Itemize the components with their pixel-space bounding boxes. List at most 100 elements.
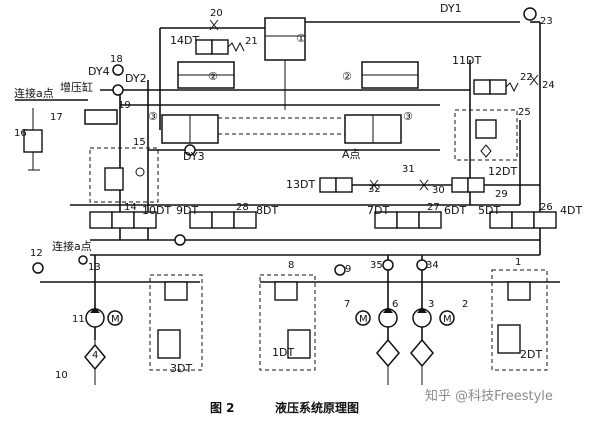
relief-valve-left [164,281,188,301]
check-valve-15 [135,167,145,177]
label-1dt: 1DT [272,346,294,359]
label-7dt: 7DT [367,204,389,217]
throttle-31 [369,179,379,191]
gauge-23 [523,7,537,21]
num-32: 32 [368,184,381,195]
valve-11dt [473,79,519,95]
filter-right [410,338,434,368]
num-21: 21 [245,36,258,47]
num-27: 27 [427,202,440,213]
num-23: 23 [540,16,553,27]
label-dy3: DY3 [183,150,205,163]
label-cyl-1: ① [296,32,306,45]
main-cylinder-1 [264,17,306,61]
label-a-point: A点 [342,148,361,161]
num-30: 30 [432,185,445,196]
relief-valve-15-frame [89,147,159,203]
num-25: 25 [518,107,531,118]
gauge-35 [382,259,394,271]
relief-valve-25-frame [454,109,518,161]
pump-11 [85,307,105,328]
labels: DY1 DY4 DY2 DY3 A点 连接a点 增压缸 连接a点 ① ② ② ③… [14,2,462,253]
motor-2: M [439,310,455,326]
label-booster: 增压缸 [60,80,93,94]
relief-group-left-frame [149,274,203,371]
num-2: 2 [462,299,468,310]
valve-row-bottom [89,211,557,229]
watermark: 知乎 @科技Freestyle [425,388,553,404]
filter-left [376,338,400,368]
label-12dt: 12DT [488,165,517,178]
figure-title: 液压系统原理图 [275,400,359,415]
gauge-bottom [174,234,186,246]
label-6dt: 6DT [444,204,466,217]
cylinder-2-left [177,61,235,89]
label-connect-a-top: 连接a点 [14,87,54,100]
num-20: 20 [210,8,223,19]
gauge-34 [416,259,428,271]
label-cyl-2a: ② [208,70,218,83]
gauge-dy2 [112,84,124,96]
cylinder-3-right [344,114,402,144]
num-15: 15 [133,137,146,148]
solenoid-labels: 1DT 2DT 3DT 4DT 5DT 6DT 7DT 8DT 9DT 10DT… [142,34,582,375]
gauge-dy3 [184,144,196,156]
label-10dt: 10DT [142,204,171,217]
motor-7: M [355,310,371,326]
solenoid-valve-1dt [287,329,311,359]
num-26: 26 [540,202,553,213]
throttle-30 [419,179,429,191]
relief-valve-1 [507,281,531,301]
filter-4 [84,343,106,371]
label-8dt: 8DT [256,204,278,217]
throttle-20 [209,19,219,31]
label-dy2: DY2 [125,72,147,85]
num-35: 35 [370,260,383,271]
label-13dt: 13DT [286,178,315,191]
gauge-12 [32,262,44,274]
throttle-24 [529,74,539,86]
num-9: 9 [345,264,351,275]
figure-number: 图 2 [210,401,235,415]
label-4dt: 4DT [560,204,582,217]
num-34: 34 [426,260,439,271]
valve-12dt [451,177,485,193]
label-dy1: DY1 [440,2,462,15]
booster-cylinder-17 [84,109,118,125]
relief-valve-8 [274,281,298,301]
num-7: 7 [344,299,350,310]
label-3dt: 3DT [170,362,192,375]
component-numbers: 1 2 3 4 6 7 8 9 10 11 12 13 14 15 16 17 … [14,8,555,381]
cylinder-3-left [161,114,219,144]
motor-7-label: M [359,314,368,325]
num-17: 17 [50,112,63,123]
num-31: 31 [402,164,415,175]
valve-14dt [195,39,245,55]
num-28: 28 [236,202,249,213]
motor-2-label: M [443,314,452,325]
label-cyl-3a: ③ [148,110,158,123]
num-10: 10 [55,370,68,381]
label-connect-a-bottom: 连接a点 [52,240,92,253]
motor-left: M [107,310,123,326]
label-5dt: 5DT [478,204,500,217]
relief-group-1-frame [491,269,548,371]
num-8: 8 [288,260,294,271]
relief-valve-15 [104,167,124,191]
label-11dt: 11DT [452,54,481,67]
label-2dt: 2DT [520,348,542,361]
gauge-13 [78,255,88,265]
num-13: 13 [88,262,101,273]
num-4: 4 [92,350,98,361]
label-cyl-3b: ③ [403,110,413,123]
check-valve-25 [480,144,492,158]
num-24: 24 [542,80,555,91]
pump-3 [412,307,432,328]
relief-valve-25 [475,119,497,139]
num-29: 29 [495,189,508,200]
label-cyl-2b: ② [342,70,352,83]
cylinder-2-right [361,61,419,89]
num-11: 11 [72,314,85,325]
pump-6 [378,307,398,328]
